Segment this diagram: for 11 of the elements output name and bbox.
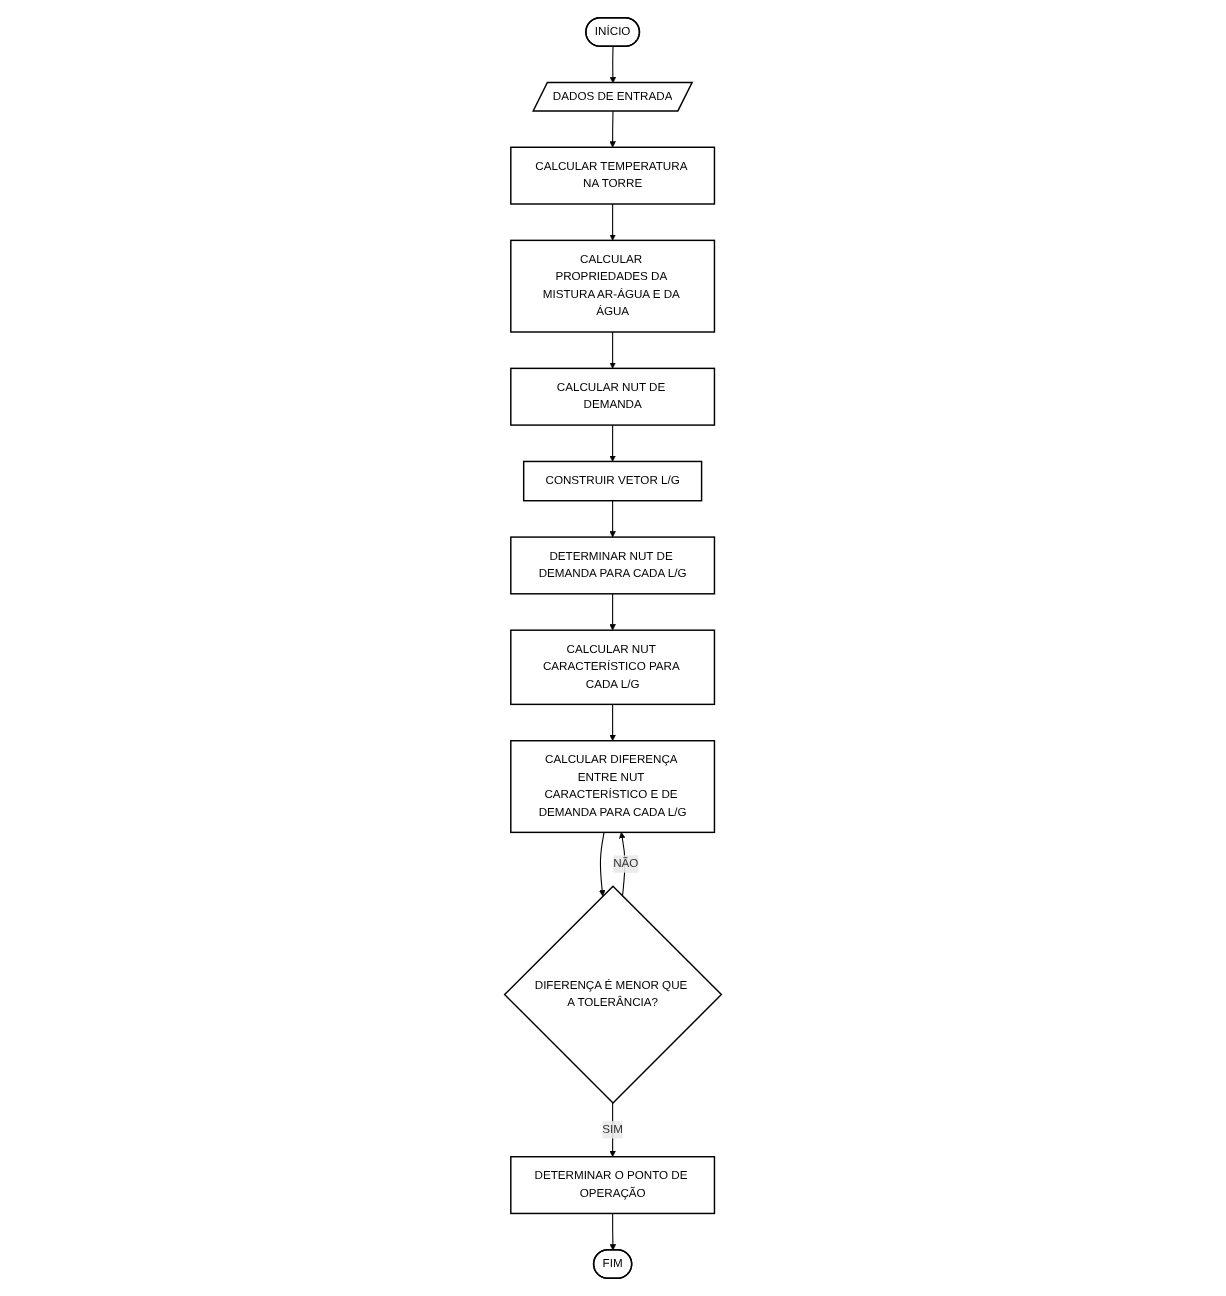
arrow	[609, 46, 617, 84]
arrow	[609, 1212, 617, 1251]
arrow	[609, 703, 616, 741]
arrow	[609, 110, 616, 148]
arrow	[599, 831, 606, 897]
arrow	[609, 500, 616, 538]
arrow	[609, 331, 616, 369]
arrow	[609, 424, 616, 462]
arrow	[609, 203, 616, 241]
arrow	[619, 832, 626, 897]
arrow	[609, 593, 616, 631]
